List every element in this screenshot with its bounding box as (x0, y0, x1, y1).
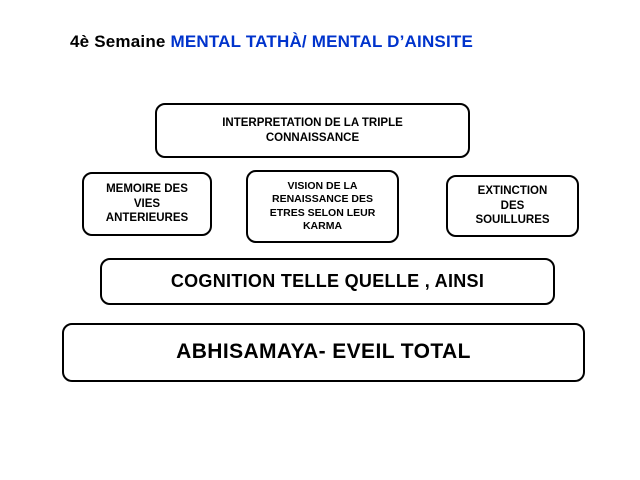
box-interpretation-label: INTERPRETATION DE LA TRIPLE CONNAISSANCE (222, 117, 403, 144)
title-highlight: MENTAL TATHÀ/ MENTAL D’AINSITE (170, 32, 474, 51)
box-abhisamaya-eveil-total: ABHISAMAYA- EVEIL TOTAL (62, 323, 585, 382)
box-cognition-telle-quelle: COGNITION TELLE QUELLE , AINSI (100, 258, 555, 305)
box-cognition-label: COGNITION TELLE QUELLE , AINSI (170, 271, 485, 292)
box-abhisamaya-label: ABHISAMAYA- EVEIL TOTAL (176, 340, 471, 364)
box-memoire-vies-anterieures: MEMOIRE DES VIES ANTERIEURES (82, 172, 212, 236)
slide-title: 4è Semaine MENTAL TATHÀ/ MENTAL D’AINSIT… (70, 32, 473, 52)
title-prefix: 4è Semaine (70, 32, 171, 51)
box-vision-label: VISION DE LA RENAISSANCE DES ETRES SELON… (269, 180, 376, 232)
box-memoire-label: MEMOIRE DES VIES ANTERIEURES (105, 183, 189, 225)
box-extinction-souillures: EXTINCTION DES SOUILLURES (446, 175, 579, 237)
box-extinction-label: EXTINCTION DES SOUILLURES (475, 185, 550, 227)
box-interpretation: INTERPRETATION DE LA TRIPLE CONNAISSANCE (155, 103, 470, 158)
box-vision-renaissance: VISION DE LA RENAISSANCE DES ETRES SELON… (246, 170, 399, 243)
